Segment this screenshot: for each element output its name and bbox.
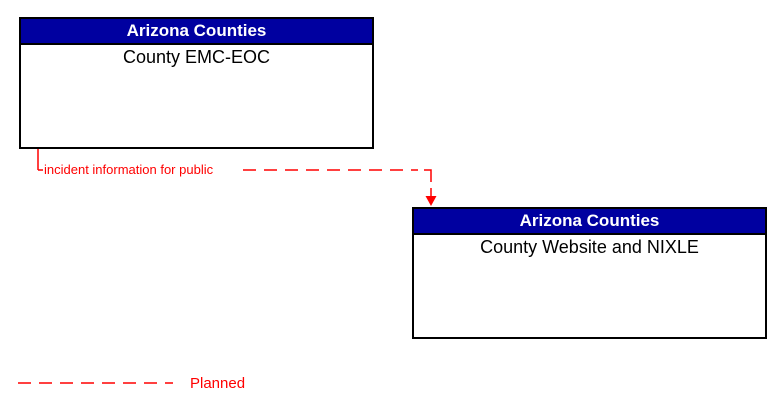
node-county-emc-eoc[interactable]: Arizona Counties County EMC-EOC bbox=[19, 17, 374, 149]
node-element-name: County Website and NIXLE bbox=[480, 237, 699, 257]
flow-arrowhead-icon bbox=[425, 196, 437, 206]
node-header-title: Arizona Counties bbox=[414, 209, 765, 235]
flow-corner-elbow bbox=[424, 169, 432, 182]
flow-label: incident information for public bbox=[44, 162, 214, 177]
node-element-name: County EMC-EOC bbox=[122, 47, 271, 67]
node-header-title: Arizona Counties bbox=[21, 19, 372, 45]
legend-label: Planned bbox=[190, 375, 246, 392]
node-county-website-nixle[interactable]: Arizona Counties County Website and NIXL… bbox=[412, 207, 767, 339]
